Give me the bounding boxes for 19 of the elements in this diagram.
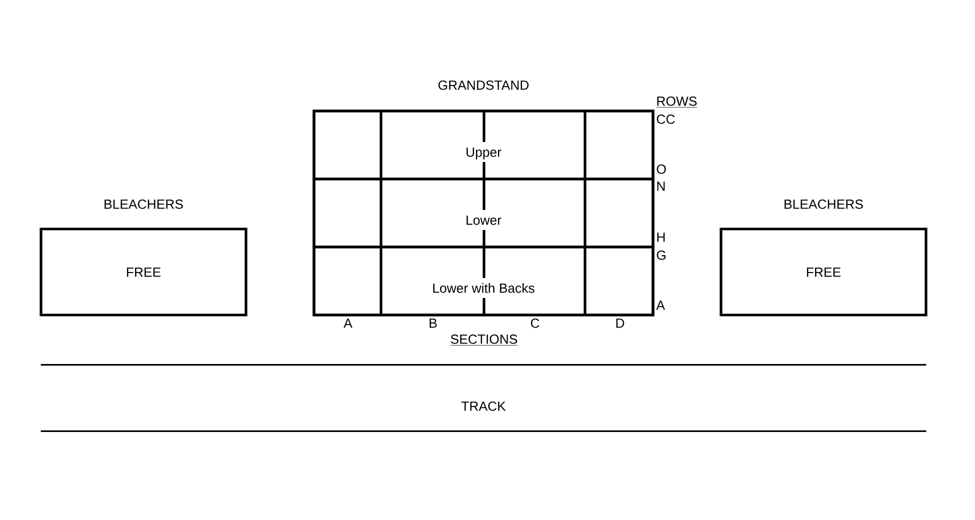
axis-title: ROWS bbox=[656, 96, 698, 108]
area-heading: BLEACHERS bbox=[104, 200, 183, 209]
seating-tier: Upper bbox=[312, 110, 654, 180]
track-band: TRACK bbox=[40, 364, 926, 432]
area-heading: BLEACHERS bbox=[784, 200, 863, 209]
seating-tier: Lower bbox=[312, 178, 654, 248]
area-heading: GRANDSTAND bbox=[438, 80, 529, 90]
row-letter: O bbox=[656, 164, 666, 174]
section-letter: C bbox=[530, 318, 540, 328]
section-letter: A bbox=[344, 318, 352, 328]
row-letter: N bbox=[657, 182, 665, 191]
axis-title: SECTIONS bbox=[450, 334, 518, 346]
section-letter: D bbox=[616, 318, 624, 328]
bleachers-box: FREE bbox=[720, 228, 928, 316]
row-letter: G bbox=[656, 250, 666, 260]
row-letter: H bbox=[657, 232, 665, 242]
seating-tier: Lower with Backs bbox=[312, 246, 654, 316]
section-letter: B bbox=[430, 318, 437, 328]
bleachers-box: FREE bbox=[40, 228, 248, 316]
